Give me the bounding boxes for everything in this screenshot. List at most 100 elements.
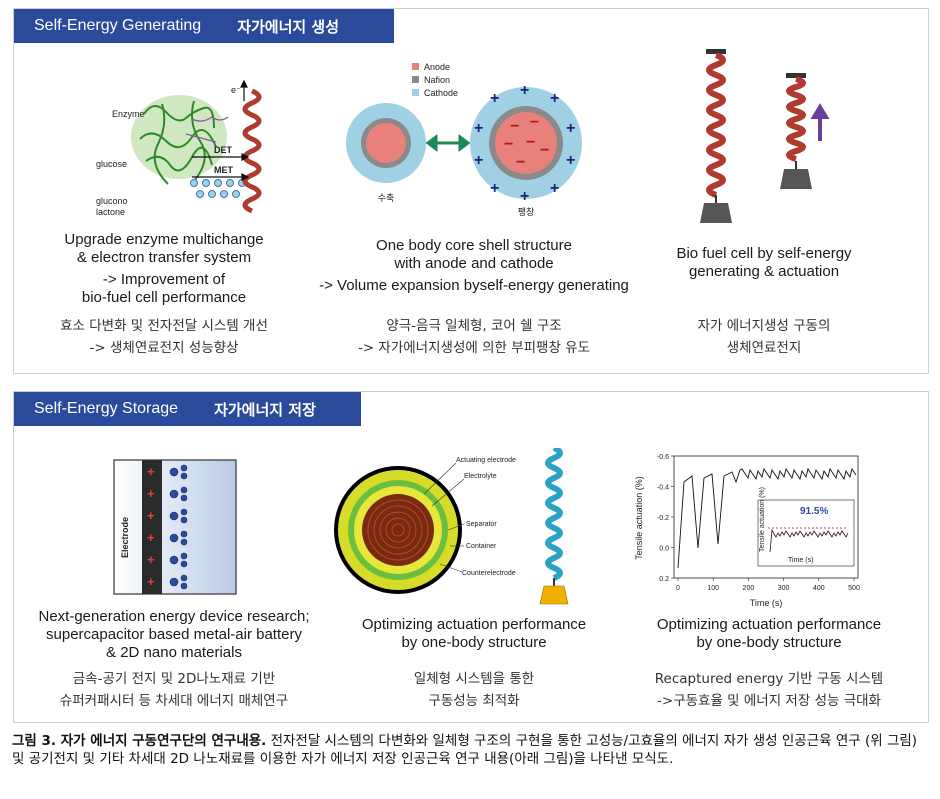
sto-cap1-ko-line1: 금속-공기 전지 및 2D나노재료 기반 — [14, 668, 334, 690]
y-tick-label: 0.2 — [659, 576, 669, 583]
sto-cap2-ko-line1: 일체형 시스템을 통한 — [324, 668, 624, 690]
gen-caption-3-ko: 자가 에너지생성 구동의 생체연료전지 — [634, 315, 894, 359]
label-counterelectrode: Counterelectrode — [462, 570, 516, 577]
figure-caption-title: 그림 3. 자가 에너지 구동연구단의 연구내용. — [12, 733, 266, 749]
x-tick-label: 0 — [676, 585, 680, 592]
gen-cap3-ko-line2: 생체연료전지 — [634, 337, 894, 359]
cross-section-figure: Actuating electrode Electrolyte Separato… — [332, 448, 592, 606]
electrode-figure: Electrode ++++++ — [110, 458, 240, 598]
svg-text:−: − — [540, 142, 549, 159]
sto-cap1-line1: Next-generation energy device research; — [14, 608, 334, 626]
svg-text:+: + — [147, 486, 155, 501]
shrink-label: 수축 — [378, 193, 395, 203]
svg-text:+: + — [474, 152, 483, 169]
generating-header-en: Self-Energy Generating — [14, 17, 201, 35]
gen-caption-2-ko: 양극-음극 일체형, 코어 쉘 구조 -> 자가에너지생성에 의한 부피팽창 유… — [304, 315, 644, 359]
svg-text:+: + — [550, 180, 559, 197]
expand-label: 팽창 — [518, 207, 535, 217]
met-label: MET — [214, 165, 234, 175]
svg-text:+: + — [147, 508, 155, 523]
gen-cap1-line2: & electron transfer system — [14, 249, 314, 267]
sto-caption-3: Optimizing actuation performance by one-… — [624, 616, 914, 652]
svg-text:−: − — [504, 136, 513, 153]
svg-text:+: + — [520, 82, 529, 99]
svg-text:+: + — [147, 530, 155, 545]
gen-caption-3: Bio fuel cell by self-energy generating … — [634, 245, 894, 281]
sto-caption-3-ko: Recaptured energy 기반 구동 시스템 ->구동효율 및 에너지… — [624, 668, 914, 712]
gen-cap2-line1: One body core shell structure — [304, 237, 644, 255]
gen-cap1-ko-line1: 효소 다변화 및 전자전달 시스템 개선 — [14, 315, 314, 337]
svg-text:+: + — [147, 552, 155, 567]
chart-ylabel: Tensile actuation (%) — [634, 476, 644, 560]
sto-cap1-line2: supercapacitor based metal-air battery — [14, 626, 334, 644]
label-separator: Separator — [466, 521, 497, 528]
y-tick-label: -0.6 — [657, 454, 669, 461]
sto-caption-2: Optimizing actuation performance by one-… — [324, 616, 624, 652]
svg-text:+: + — [566, 120, 575, 137]
sto-caption-2-ko: 일체형 시스템을 통한 구동성능 최적화 — [324, 668, 624, 712]
cross-section-rings — [334, 466, 462, 594]
label-actuating-electrode: Actuating electrode — [456, 457, 516, 464]
storage-coil — [540, 448, 568, 604]
sto-cap2-ko-line2: 구동성능 최적화 — [324, 690, 624, 712]
storage-panel: Self-Energy Storage 자가에너지 저장 Electrode +… — [13, 391, 929, 723]
sto-caption-1: Next-generation energy device research; … — [14, 608, 334, 662]
svg-text:−: − — [526, 134, 535, 151]
gen-cap1-ko-line2: -> 생체연료전지 성능향상 — [14, 337, 314, 359]
gen-caption-2: One body core shell structure with anode… — [304, 237, 644, 295]
sto-cap1-ko-line2: 슈퍼커패시터 등 차세대 에너지 매체연구 — [14, 690, 334, 712]
svg-text:+: + — [474, 120, 483, 137]
sto-cap3-line2: by one-body structure — [624, 634, 914, 652]
x-tick-label: 500 — [848, 585, 860, 592]
sto-cap2-line1: Optimizing actuation performance — [324, 616, 624, 634]
storage-header-ko: 자가에너지 저장 — [178, 399, 316, 420]
gen-cap3-line1: Bio fuel cell by self-energy — [634, 245, 894, 263]
double-arrow — [428, 137, 468, 149]
svg-text:−: − — [516, 154, 525, 171]
storage-header: Self-Energy Storage 자가에너지 저장 — [14, 392, 361, 426]
generating-panel: Self-Energy Generating 자가에너지 생성 — [13, 8, 929, 374]
sto-cap3-line1: Optimizing actuation performance — [624, 616, 914, 634]
enzyme-label: Enzyme — [112, 109, 145, 119]
core-shell-figure: Anode Nafion Cathode +++ ++ ++ +++ −− — [344, 55, 584, 225]
label-electrolyte: Electrolyte — [464, 473, 497, 480]
electrode-label: Electrode — [120, 517, 130, 558]
svg-text:+: + — [147, 464, 155, 479]
gen-cap1-line3: -> Improvement of — [14, 271, 314, 289]
det-label: DET — [214, 145, 233, 155]
storage-header-en: Self-Energy Storage — [14, 400, 178, 418]
shrunk-core-shell — [346, 103, 426, 183]
electron-label: e⁻ — [231, 85, 241, 95]
gen-cap1-line1: Upgrade enzyme multichange — [14, 231, 314, 249]
x-tick-label: 200 — [743, 585, 755, 592]
inset-xlabel: Time (s) — [788, 557, 813, 564]
gen-cap3-line2: generating & actuation — [634, 263, 894, 281]
actuator-coil-short — [780, 73, 812, 189]
legend-cathode: Cathode — [424, 88, 458, 98]
generating-header-ko: 자가에너지 생성 — [201, 16, 339, 37]
shell-legend: Anode Nafion Cathode — [412, 62, 458, 98]
glucono-label: glucono — [96, 196, 128, 206]
y-tick-label: 0.0 — [659, 546, 669, 553]
svg-text:+: + — [490, 90, 499, 107]
svg-text:−: − — [510, 118, 519, 135]
gen-cap2-line3: -> Volume expansion byself-energy genera… — [304, 277, 644, 295]
actuator-coil-long — [700, 49, 732, 223]
redox-mediators — [191, 180, 246, 198]
chart-y-ticks: -0.6 -0.4 -0.2 0.0 0.2 — [657, 454, 674, 583]
x-tick-label: 400 — [813, 585, 825, 592]
enzyme-electron-transfer-figure: Enzyme glucose glucono lactone DET MET e… — [74, 79, 294, 229]
enzyme-coil — [245, 91, 259, 211]
y-tick-label: -0.2 — [657, 515, 669, 522]
legend-nafion: Nafion — [424, 75, 450, 85]
sto-cap1-line3: & 2D nano materials — [14, 644, 334, 662]
label-container: Container — [466, 543, 497, 550]
expanded-core-shell: +++ ++ ++ +++ −− −−− − — [470, 82, 582, 205]
svg-text:+: + — [490, 180, 499, 197]
y-tick-label: -0.4 — [657, 485, 669, 492]
svg-text:−: − — [530, 114, 539, 131]
sto-cap2-line2: by one-body structure — [324, 634, 624, 652]
gen-caption-1: Upgrade enzyme multichange & electron tr… — [14, 231, 314, 307]
